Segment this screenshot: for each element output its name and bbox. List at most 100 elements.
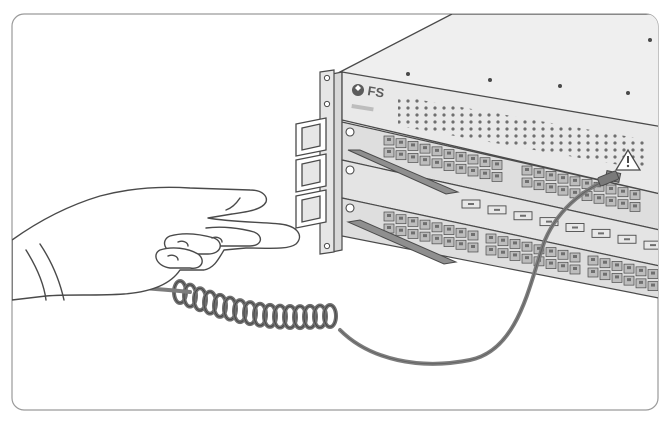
sfp-slot [546, 220, 552, 223]
port-contact [399, 216, 403, 220]
port-contact [621, 189, 625, 193]
port-contact [489, 248, 493, 251]
coil-loop-outline [323, 304, 337, 328]
port-contact [501, 238, 505, 242]
top-screws [406, 38, 652, 95]
port-contact [615, 275, 619, 279]
port-contact [627, 278, 631, 282]
port-contact [591, 270, 595, 273]
port-contact [549, 185, 553, 189]
ethernet-port[interactable] [660, 284, 669, 293]
port-contact [495, 162, 499, 166]
port-contact [633, 192, 637, 196]
port-contact [447, 227, 451, 231]
port-contact [423, 158, 427, 162]
sfp-slot [650, 244, 656, 247]
port-contact [561, 252, 565, 256]
cable-management-rings [295, 117, 327, 229]
port-contact [525, 256, 529, 260]
port-contact [585, 181, 589, 185]
port-contact [423, 146, 427, 150]
port-contact [651, 283, 655, 287]
port-contact [561, 188, 565, 192]
console-cable-connector[interactable] [597, 170, 620, 187]
port-contact [387, 226, 391, 229]
card1-ports-a [383, 135, 503, 182]
port-contact [513, 241, 517, 245]
port-contact [399, 140, 403, 144]
port-contact [663, 286, 667, 289]
model-label-plate [351, 104, 374, 112]
port-contact [447, 239, 451, 243]
port-contact [537, 182, 541, 186]
port-contact [411, 231, 415, 235]
card-thumb-screws [345, 127, 355, 213]
port-contact [537, 170, 541, 174]
port-contact [561, 264, 565, 268]
port-contact [435, 160, 439, 164]
port-contact [459, 166, 463, 170]
sfp-slot [624, 238, 630, 241]
port-contact [483, 159, 487, 163]
warning-triangle-icon [614, 148, 642, 171]
port-contact [573, 178, 577, 182]
port-contact [459, 154, 463, 158]
port-contact [501, 250, 505, 254]
port-contact [615, 263, 619, 267]
port-contact [435, 148, 439, 152]
port-contact [387, 138, 391, 141]
port-contact [603, 272, 607, 276]
port-contact [435, 236, 439, 240]
port-contact [399, 152, 403, 156]
port-contact [597, 196, 601, 200]
port-contact [537, 246, 541, 250]
port-contact [411, 155, 415, 159]
port-contact [387, 214, 391, 217]
port-contact [471, 232, 475, 236]
sfp-slot [598, 232, 604, 235]
port-contact [561, 176, 565, 180]
sfp-slot [494, 208, 500, 211]
port-contact [573, 254, 577, 258]
port-contact [399, 228, 403, 232]
port-contact [411, 143, 415, 147]
port-contact [525, 244, 529, 248]
ethernet-port[interactable] [660, 272, 669, 281]
port-contact [513, 253, 517, 257]
port-contact [471, 168, 475, 172]
port-contact [411, 219, 415, 223]
sfp-slot [520, 214, 526, 217]
card1-ports-b [521, 165, 641, 212]
port-contact [633, 204, 637, 208]
port-contact [573, 190, 577, 194]
port-contact [459, 242, 463, 246]
ventilation-grille [398, 96, 648, 170]
port-contact [573, 266, 577, 270]
port-contact [591, 258, 595, 261]
port-contact [609, 198, 613, 202]
port-contact [549, 249, 553, 253]
port-contact [483, 171, 487, 175]
port-contact [471, 244, 475, 248]
card3-ports-c [587, 255, 669, 293]
port-contact [387, 150, 391, 153]
port-contact [609, 186, 613, 190]
port-contact [495, 174, 499, 178]
port-contact [603, 260, 607, 264]
port-contact [585, 193, 589, 197]
brand-logo-text: FS [367, 83, 386, 100]
card-ejector-levers[interactable] [346, 149, 460, 265]
fs-logo-icon [352, 84, 364, 96]
card3-ports-a [383, 211, 479, 253]
port-contact [423, 234, 427, 238]
sfp-slot [468, 203, 474, 205]
hand-illustration [12, 186, 301, 301]
port-contact [471, 156, 475, 160]
port-contact [549, 173, 553, 177]
port-contact [489, 236, 493, 239]
port-contact [621, 201, 625, 205]
port-contact [627, 266, 631, 270]
port-contact [525, 168, 529, 171]
port-contact [663, 274, 667, 277]
